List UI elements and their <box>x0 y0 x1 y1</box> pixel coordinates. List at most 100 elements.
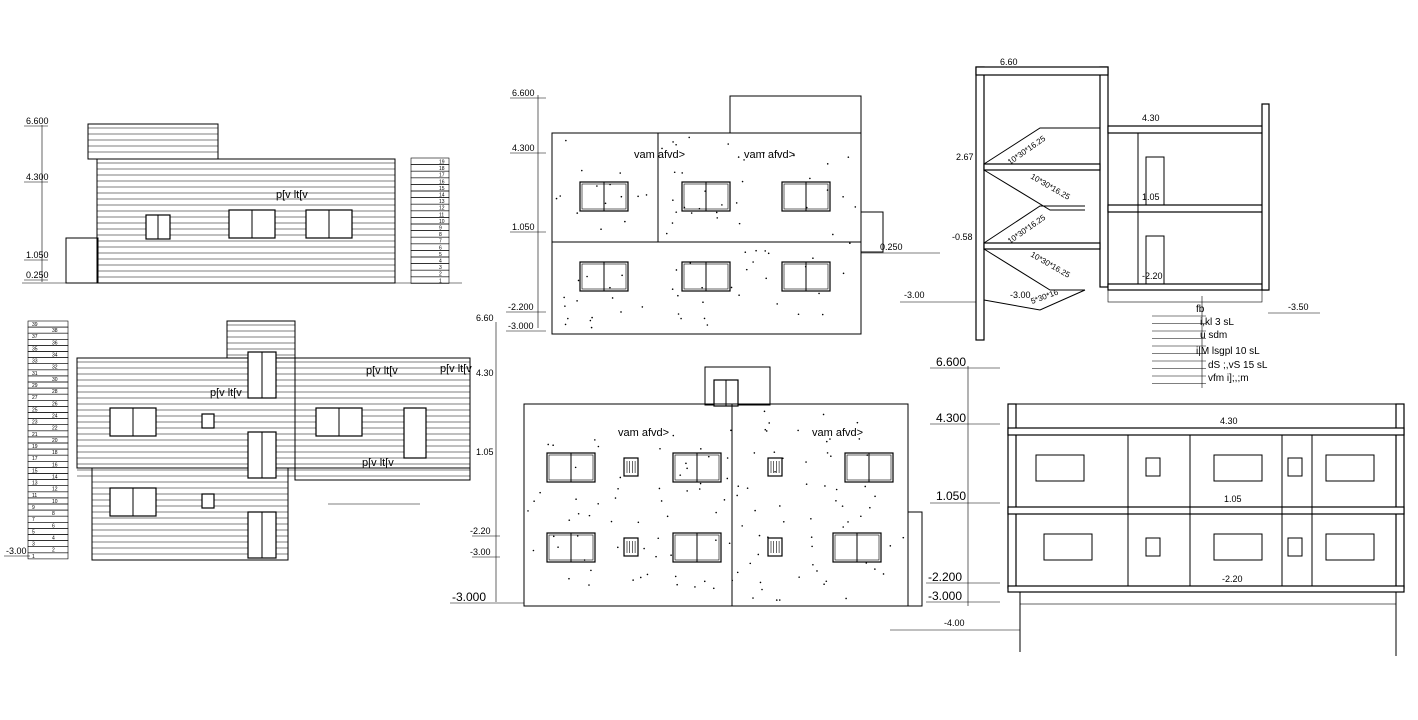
step-number: 13 <box>32 481 38 487</box>
stipple-dot <box>685 462 687 465</box>
back-elevation: 6.60 4.30 1.05 -2.20 -3.00 -3.000 vam af… <box>450 313 923 607</box>
section-legend: fb i,kl 3 sL u sdm i|M lsgpl 10 sL dS ;,… <box>1152 296 1268 388</box>
stipple-dot <box>860 515 862 518</box>
step-number: 17 <box>439 173 445 179</box>
stipple-dot <box>744 251 747 254</box>
small-window <box>623 457 639 477</box>
elevation-bottom-left: p[v lt[v p[v lt[v p[v lt[v p[v lt[v 3938… <box>4 320 472 561</box>
stipple-dot <box>639 576 642 579</box>
stipple-dot <box>858 438 861 440</box>
stipple-dot <box>686 490 688 492</box>
stipple-dot <box>576 535 579 537</box>
level-side: -3.00 <box>6 546 27 556</box>
sec-level-430: 4.30 <box>1142 113 1160 123</box>
stipple-dot <box>619 476 622 479</box>
stipple-dot <box>641 306 644 308</box>
step-number: 17 <box>32 456 38 462</box>
front-label-2: vam afvd> <box>744 149 795 161</box>
stipple-dot <box>793 154 795 157</box>
stipple-dot <box>842 195 844 198</box>
stipple-dot <box>805 206 808 209</box>
stipple-dot <box>670 554 672 556</box>
stipple-dot <box>745 268 748 271</box>
stipple-dot <box>764 428 767 431</box>
stipple-dot <box>752 261 754 263</box>
stipple-dot <box>677 294 679 297</box>
stipple-dot <box>671 222 674 224</box>
stipple-dot <box>809 177 811 180</box>
stipple-dot <box>721 204 723 206</box>
step-number: 3 <box>439 265 442 271</box>
stipple-dot <box>565 139 567 142</box>
stipple-dot <box>730 286 733 289</box>
legend-5: vfm i];,;m <box>1208 373 1249 384</box>
stipple-dot <box>694 586 696 588</box>
stipple-dot <box>632 579 634 581</box>
stipple-dot <box>637 195 639 198</box>
legend-1: i,kl 3 sL <box>1200 317 1234 328</box>
step-number: 2 <box>439 272 442 278</box>
step-number: 8 <box>439 232 442 238</box>
stipple-dot <box>804 265 807 268</box>
stipple-dot <box>842 272 845 275</box>
step-number: 15 <box>439 186 445 192</box>
right-level-m2200: -2.200 <box>928 570 962 584</box>
stipple-dot <box>676 583 678 586</box>
stipple-dot <box>590 326 593 329</box>
stipple-dot <box>600 228 602 230</box>
step-cell <box>410 230 450 238</box>
back-label-2: vam afvd> <box>812 427 863 439</box>
step-number: 21 <box>32 432 38 438</box>
stipple-dot <box>847 156 850 158</box>
step-number: 4 <box>439 259 442 265</box>
stipple-dot <box>810 518 812 520</box>
stipple-dot <box>737 485 740 488</box>
stipple-dot <box>730 429 732 432</box>
elevation-top-left: 6.600 4.300 1.050 0.250 p[v lt[v 1918171… <box>22 116 462 284</box>
right-level-4300: 4.300 <box>936 411 966 425</box>
section-small-opening <box>1145 457 1161 477</box>
back-level-m3000: -3.000 <box>452 590 486 604</box>
stipple-dot <box>674 575 677 578</box>
stipple-dot <box>902 536 905 539</box>
stipple-dot <box>660 500 663 502</box>
step-number: 7 <box>439 239 442 245</box>
elev-label-a: p[v lt[v <box>276 189 308 201</box>
stipple-dot <box>547 443 550 446</box>
stipple-dot <box>701 286 703 289</box>
stipple-dot <box>776 303 778 305</box>
stipple-dot <box>773 451 776 453</box>
stipple-dot <box>568 519 571 521</box>
step-cell <box>27 485 69 493</box>
stipple-dot <box>832 233 834 236</box>
step-number: 14 <box>52 475 58 481</box>
stipple-dot <box>758 534 761 537</box>
stipple-dot <box>847 521 849 523</box>
step-cell <box>410 263 450 271</box>
sec-level-m300a: -3.00 <box>904 290 925 300</box>
step-number: 14 <box>439 193 445 199</box>
step-number: 18 <box>439 166 445 172</box>
stipple-dot <box>767 536 769 538</box>
stipple-dot <box>624 220 626 223</box>
stipple-dot <box>763 151 765 154</box>
section-opening <box>1325 533 1375 561</box>
step-cell <box>27 497 69 505</box>
front-label-1: vam afvd> <box>634 149 685 161</box>
back-level-660: 6.60 <box>476 313 494 323</box>
step-cell <box>410 256 450 264</box>
stipple-dot <box>659 447 661 450</box>
step-number: 23 <box>32 420 38 426</box>
stipple-dot <box>849 242 851 245</box>
stipple-dot <box>759 581 762 584</box>
step-number: 6 <box>52 523 55 529</box>
step-number: 34 <box>52 353 58 359</box>
stipple-dot <box>830 455 832 457</box>
stipple-dot <box>845 597 847 600</box>
step-number: 12 <box>439 206 445 212</box>
stipple-dot <box>589 319 592 322</box>
stipple-dot <box>864 485 867 488</box>
step-cell <box>410 269 450 278</box>
stipple-dot <box>675 143 677 146</box>
